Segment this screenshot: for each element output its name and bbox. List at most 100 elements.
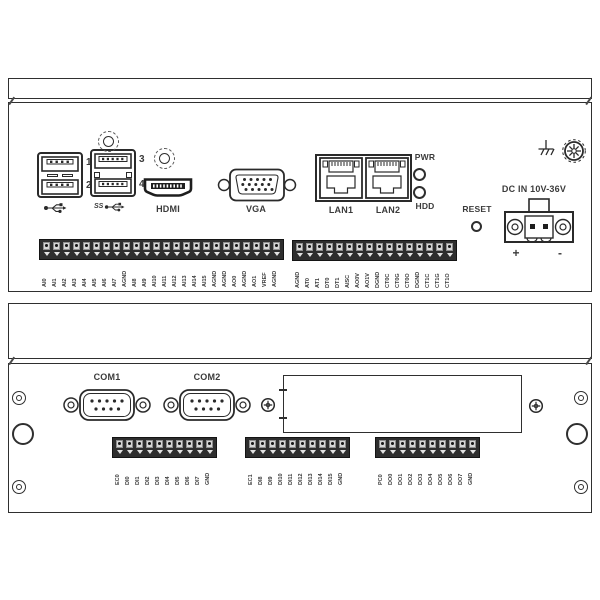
usb2-mid-slot — [47, 173, 58, 177]
panel-screw-icon — [12, 391, 26, 405]
terminal-pin — [182, 242, 191, 257]
rear-panel-view: COM1 COM2 — [8, 303, 592, 513]
com1-db9-connector — [63, 387, 151, 423]
terminal-pin — [248, 440, 257, 455]
usb-port3-number: 3 — [139, 154, 145, 165]
terminal-pin-label: AISC — [345, 274, 351, 288]
screw-icon — [154, 148, 175, 169]
terminal-pin-label: EC1 — [248, 474, 254, 485]
terminal-pin-label: DI1 — [135, 476, 141, 485]
terminal-pin — [328, 440, 337, 455]
lan-block — [315, 154, 412, 202]
terminal-pin-label: DI8 — [258, 476, 264, 485]
vga-port — [217, 168, 297, 202]
terminal-pin — [305, 243, 314, 258]
terminal-pin-label: DI6 — [185, 476, 191, 485]
rear-panel-top-band — [8, 303, 592, 359]
hdmi-label: HDMI — [156, 204, 180, 214]
pwr-led — [413, 168, 426, 181]
terminal-pin — [205, 440, 214, 455]
terminal-pin-label: CT0O — [405, 273, 411, 288]
terminal-pin-label: AI4 — [82, 278, 88, 287]
com2-label: COM2 — [193, 372, 221, 382]
terminal-pin — [82, 242, 91, 257]
terminal-pin — [425, 243, 434, 258]
terminal-pin-label: DI15 — [328, 473, 334, 485]
mounting-hole — [12, 423, 34, 445]
terminal-pin-label: AI11 — [162, 275, 168, 287]
vga-label: VGA — [245, 204, 267, 214]
terminal-pin-label: AO0V — [355, 273, 361, 288]
terminal-pin — [122, 242, 131, 257]
terminal-pin-label: DI10 — [278, 473, 284, 485]
terminal-pin — [338, 440, 347, 455]
reset-button — [471, 221, 482, 232]
terminal-pin — [378, 440, 387, 455]
terminal-pin-label: AGND — [295, 271, 301, 288]
usb-port4-number: 4 — [139, 179, 145, 190]
terminal-pin — [232, 242, 241, 257]
terminal-pin — [165, 440, 174, 455]
terminal-pin — [445, 243, 454, 258]
terminal-pin — [298, 440, 307, 455]
terminal-pin — [395, 243, 404, 258]
usb3-mid-slot — [94, 171, 100, 178]
usb3-port-4 — [94, 178, 132, 194]
terminal-pin — [195, 440, 204, 455]
terminal-pin-label: AO1 — [252, 275, 258, 287]
screw-icon — [528, 398, 544, 414]
terminal-pin — [288, 440, 297, 455]
usb-icon — [43, 202, 67, 214]
terminal-pin — [295, 243, 304, 258]
terminal-pin — [258, 440, 267, 455]
dc-plus-sign: + — [512, 246, 520, 260]
terminal-pin — [132, 242, 141, 257]
usb3-port-3 — [94, 153, 132, 169]
terminal-pin — [102, 242, 111, 257]
lan2-port — [365, 157, 409, 199]
terminal-pin — [385, 243, 394, 258]
terminal-pin — [325, 243, 334, 258]
terminal-pin — [272, 242, 281, 257]
terminal-pin-label: AGND — [212, 270, 218, 287]
terminal-pin-label: DT0 — [325, 277, 331, 288]
terminal-pin — [375, 243, 384, 258]
usb2-mid-slot — [62, 173, 73, 177]
terminal-pin — [125, 440, 134, 455]
panel-screw-icon — [574, 480, 588, 494]
terminal-pin-label: CT0C — [385, 273, 391, 288]
panel-screw-icon — [12, 480, 26, 494]
terminal-pin-label: DO4 — [428, 473, 434, 485]
terminal-pin-label: DO1 — [398, 473, 404, 485]
terminal-pin-label: DO2 — [408, 473, 414, 485]
terminal-pin — [145, 440, 154, 455]
terminal-pin — [152, 242, 161, 257]
terminal-pin — [318, 440, 327, 455]
com2-db9-connector — [163, 387, 251, 423]
terminal-pin — [308, 440, 317, 455]
terminal-pin — [172, 242, 181, 257]
terminal-pin — [135, 440, 144, 455]
dc-minus-sign: - — [558, 246, 562, 260]
terminal-pin-label: GND — [338, 472, 344, 485]
front-panel-top-band — [8, 78, 592, 99]
terminal-pin — [355, 243, 364, 258]
terminal-pin-label: AI9 — [142, 278, 148, 287]
terminal-pin — [262, 242, 271, 257]
terminal-pin-label: AI5 — [92, 278, 98, 287]
terminal-pin — [162, 242, 171, 257]
terminal-pin — [142, 242, 151, 257]
hdmi-port — [142, 178, 194, 198]
terminal-pin-label: DI12 — [298, 473, 304, 485]
terminal-pin-label: AI14 — [192, 275, 198, 287]
com1-label: COM1 — [93, 372, 121, 382]
terminal-pin — [315, 243, 324, 258]
screw-icon — [103, 136, 114, 147]
terminal-pin-label: DI3 — [155, 476, 161, 485]
terminal-pin-label: PC0 — [378, 474, 384, 485]
lan1-port — [319, 157, 363, 199]
terminal-pin-label: DO5 — [438, 473, 444, 485]
